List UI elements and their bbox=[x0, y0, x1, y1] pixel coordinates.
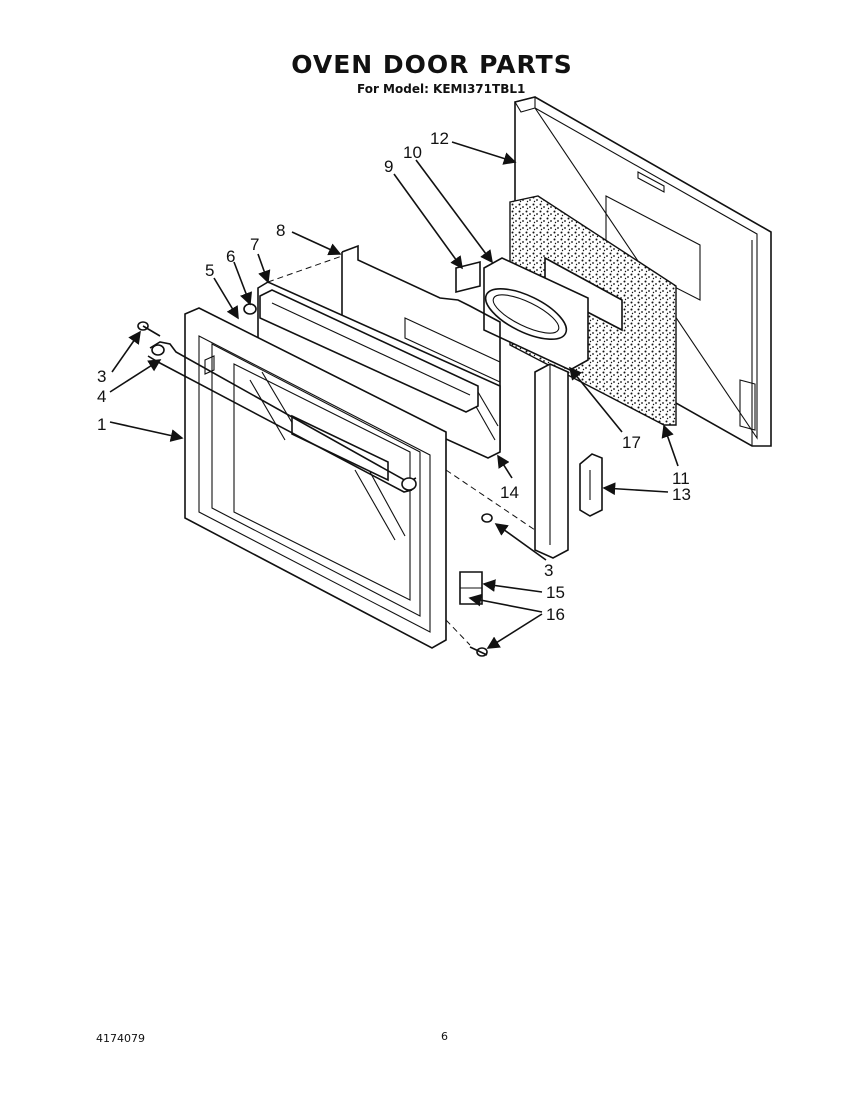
top-trim bbox=[243, 289, 479, 413]
callout-15: 15 bbox=[546, 583, 565, 602]
callout-1: 1 bbox=[97, 415, 106, 434]
door-handle bbox=[147, 341, 417, 493]
callout-12: 12 bbox=[430, 129, 449, 148]
vent-housing bbox=[455, 257, 589, 371]
callout-16: 16 bbox=[546, 605, 565, 624]
callout-14: 14 bbox=[500, 483, 519, 502]
callout-3-left: 3 bbox=[97, 367, 106, 386]
callout-17: 17 bbox=[622, 433, 641, 452]
model-subtitle: For Model: KEMI371TBL1 bbox=[357, 82, 526, 96]
callout-11: 11 bbox=[672, 469, 690, 488]
door-clip bbox=[579, 453, 603, 517]
callout-5: 5 bbox=[205, 261, 214, 280]
leader-lines bbox=[109, 141, 679, 649]
callout-3-right: 3 bbox=[544, 561, 553, 580]
callout-8: 8 bbox=[276, 221, 285, 240]
callout-4: 4 bbox=[97, 387, 106, 406]
callout-9: 9 bbox=[384, 157, 393, 176]
callout-10: 10 bbox=[403, 143, 422, 162]
callout-labels: 1 3 4 5 6 7 8 9 10 12 14 17 11 13 3 15 1… bbox=[97, 129, 691, 624]
page-title: OVEN DOOR PARTS bbox=[291, 50, 573, 79]
page-number: 6 bbox=[441, 1030, 448, 1043]
callout-6: 6 bbox=[226, 247, 235, 266]
screw-parts bbox=[137, 321, 493, 657]
alignment-lines bbox=[267, 255, 536, 646]
callout-13: 13 bbox=[672, 485, 691, 504]
document-number: 4174079 bbox=[96, 1032, 145, 1045]
side-channel bbox=[534, 363, 569, 559]
callout-7: 7 bbox=[250, 235, 259, 254]
